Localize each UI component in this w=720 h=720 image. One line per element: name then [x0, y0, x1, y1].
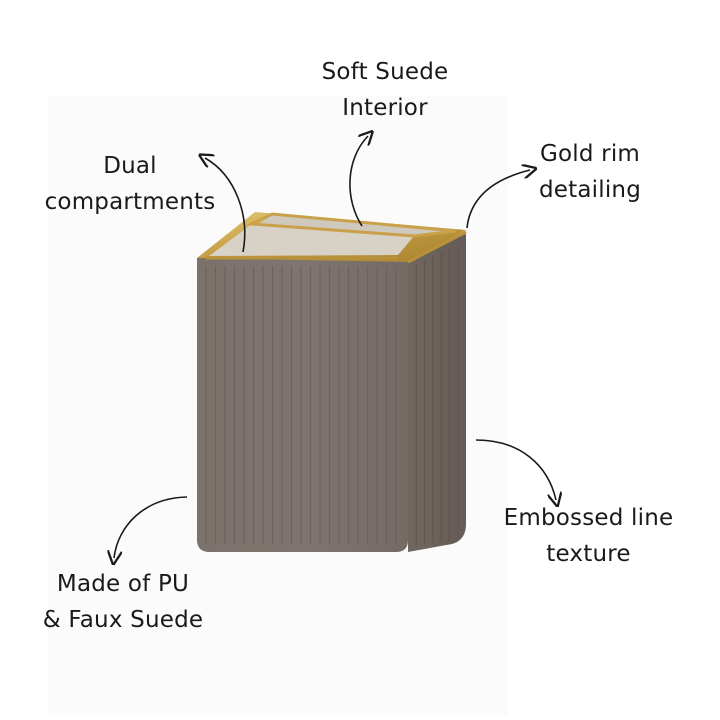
- curved-arrow-icon: [475, 439, 556, 500]
- compartment-front: [209, 224, 414, 256]
- holder-side-face: [408, 234, 466, 552]
- label-dual-compartments: Dual compartments: [20, 148, 240, 220]
- label-gold-rim: Gold rim detailing: [515, 136, 665, 208]
- label-line: compartments: [44, 189, 216, 215]
- label-soft-suede-interior: Soft Suede Interior: [300, 54, 470, 126]
- label-line: detailing: [538, 177, 641, 203]
- label-material: Made of PU & Faux Suede: [28, 566, 218, 638]
- compartment-back: [259, 214, 456, 236]
- compartment-divider: [246, 212, 457, 238]
- curved-arrow-icon: [114, 496, 188, 558]
- label-line: Interior: [342, 95, 428, 121]
- embossed-lines: [205, 266, 397, 544]
- label-line: Made of PU: [56, 571, 190, 597]
- curved-arrow-icon: [205, 158, 246, 253]
- label-line: Soft Suede: [321, 59, 449, 85]
- label-line: Embossed line: [503, 505, 674, 531]
- label-embossed-texture: Embossed line texture: [486, 500, 691, 572]
- curved-arrow-icon: [466, 170, 530, 229]
- curved-arrow-icon: [349, 136, 368, 227]
- label-line: Gold rim: [539, 141, 641, 167]
- label-line: texture: [546, 541, 631, 567]
- holder-front-face: [197, 258, 408, 552]
- label-line: & Faux Suede: [42, 607, 204, 633]
- label-line: Dual: [103, 153, 157, 179]
- embossed-lines-side: [415, 243, 459, 545]
